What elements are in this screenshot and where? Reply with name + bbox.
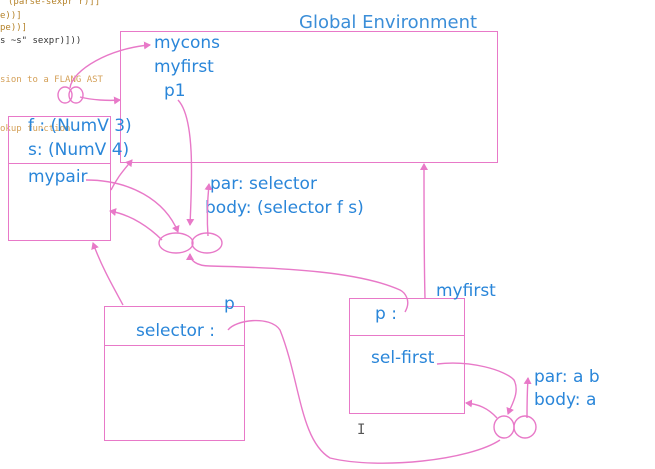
closure-body-a: body: a: [534, 390, 597, 410]
binding-p: p :: [375, 304, 397, 324]
arrow-closure-ab-param: [523, 377, 532, 419]
binding-myfirst-label: myfirst: [436, 281, 496, 301]
binding-mycons: mycons: [154, 33, 220, 53]
env-frame-p-divider: [349, 335, 465, 336]
closure-circle-left-2: [68, 86, 84, 104]
arrow-closure-env: [204, 183, 213, 237]
arrow-sel-first-to-closure: [436, 362, 517, 415]
arrow-selector-env-to-envA: [91, 242, 124, 306]
arrow-selector-to-closure-ab: [227, 319, 501, 464]
closure-par-ab: par: a b: [534, 367, 600, 387]
arrow-envP-to-global: [420, 163, 429, 299]
binding-mypair: mypair: [28, 167, 88, 187]
arrow-p-to-closure-mid: [186, 253, 409, 313]
arrow-envA-to-global: [110, 159, 133, 191]
code-line-2: e))]: [0, 11, 22, 21]
code-line-3: pe))]: [0, 23, 28, 33]
binding-f: f : (NumV 3): [28, 116, 132, 136]
closure-circle-left-1: [57, 86, 73, 104]
code-line-1: (parse-sexpr r)]]: [8, 0, 101, 7]
code-line-4: s ~s" sexpr)])): [0, 36, 82, 46]
env-frame-f-s-divider: [8, 163, 111, 164]
binding-p-label: p: [224, 294, 235, 314]
code-line-5: sion to a FLANG AST: [0, 75, 103, 85]
binding-sel-first: sel-first: [371, 348, 435, 368]
closure-circle-mid-1: [158, 232, 194, 254]
binding-p1: p1: [164, 81, 186, 101]
closure-par-selector: par: selector: [210, 174, 317, 194]
arrow-closure-to-mycons: [69, 41, 151, 89]
arrow-closure-ab-to-envP: [465, 399, 498, 419]
closure-body-selector: body: (selector f s): [205, 198, 364, 218]
global-environment-title: Global Environment: [299, 12, 478, 33]
binding-myfirst: myfirst: [154, 57, 214, 77]
code-line-6: okup function: [0, 124, 71, 134]
closure-circle-mid-2: [191, 232, 223, 254]
arrow-closure-to-envA: [109, 208, 163, 241]
arrow-p1-to-closure: [177, 99, 195, 226]
env-frame-f-s: [8, 116, 111, 241]
binding-s: s: (NumV 4): [28, 140, 130, 160]
text-cursor-icon: I: [357, 422, 366, 438]
arrow-mypair-to-closure: [85, 179, 180, 233]
env-frame-selector: [104, 306, 245, 441]
closure-circle-right-2: [513, 415, 537, 439]
arrow-closure-to-global: [79, 96, 121, 105]
closure-circle-right-1: [493, 415, 515, 439]
env-frame-selector-divider: [104, 345, 245, 346]
binding-selector: selector :: [136, 321, 216, 341]
